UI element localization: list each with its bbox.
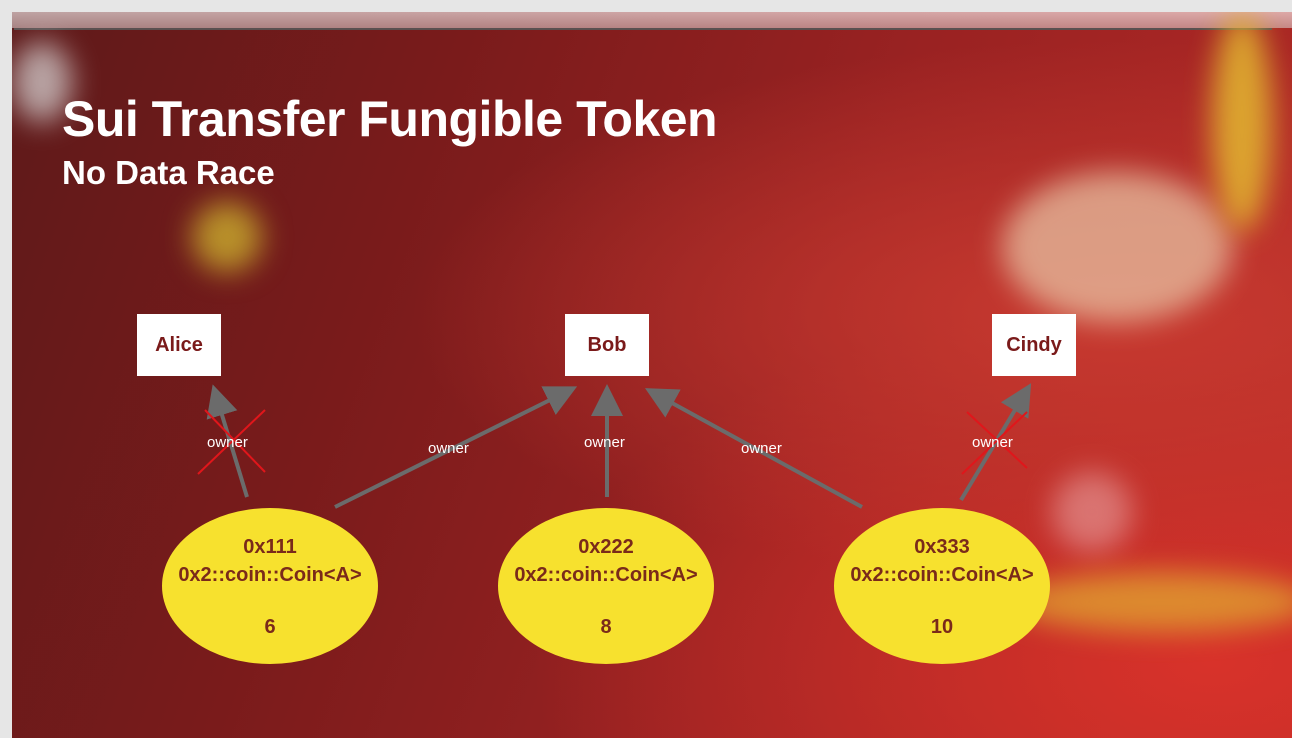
coin-object: 0x111 0x2::coin::Coin<A> 6 xyxy=(162,508,378,664)
edge-label: owner xyxy=(584,434,625,451)
bokeh-light xyxy=(1052,472,1132,552)
owner-alice: Alice xyxy=(137,314,221,376)
coin-type: 0x2::coin::Coin<A> xyxy=(514,564,698,586)
coin-object: 0x222 0x2::coin::Coin<A> 8 xyxy=(498,508,714,664)
slide-title: Sui Transfer Fungible Token xyxy=(62,91,718,147)
bokeh-light xyxy=(1212,12,1272,232)
slide-top-edge xyxy=(12,12,1292,28)
owner-arrows xyxy=(197,383,1032,509)
arrow-0x333-bob xyxy=(644,388,863,509)
owner-bob: Bob xyxy=(565,314,649,376)
owner-cindy: Cindy xyxy=(992,314,1076,376)
bokeh-light xyxy=(1002,172,1232,322)
slide-subtitle: No Data Race xyxy=(62,154,275,191)
divider xyxy=(14,28,1272,30)
slide: Sui Transfer Fungible Token No Data Race… xyxy=(12,12,1292,738)
bokeh-light xyxy=(192,202,262,272)
coin-type: 0x2::coin::Coin<A> xyxy=(850,564,1034,586)
arrow-0x111-bob xyxy=(334,386,578,509)
coin-object: 0x333 0x2::coin::Coin<A> 10 xyxy=(834,508,1050,664)
bokeh-light xyxy=(12,42,72,122)
bokeh-light xyxy=(1012,572,1292,632)
coin-value: 10 xyxy=(930,616,954,638)
coin-id: 0x333 xyxy=(914,536,970,558)
arrow-0x111-alice xyxy=(206,384,249,498)
cross-icon xyxy=(197,409,1028,475)
edge-label: owner xyxy=(972,434,1013,451)
coin-value: 6 xyxy=(264,616,276,638)
edge-label: owner xyxy=(741,440,782,457)
arrow-0x333-cindy xyxy=(959,383,1032,502)
coin-value: 8 xyxy=(600,616,612,638)
coin-type: 0x2::coin::Coin<A> xyxy=(178,564,362,586)
coin-id: 0x222 xyxy=(578,536,634,558)
coin-id: 0x111 xyxy=(243,536,297,558)
edge-label: owner xyxy=(207,434,248,451)
edge-label: owner xyxy=(428,440,469,457)
